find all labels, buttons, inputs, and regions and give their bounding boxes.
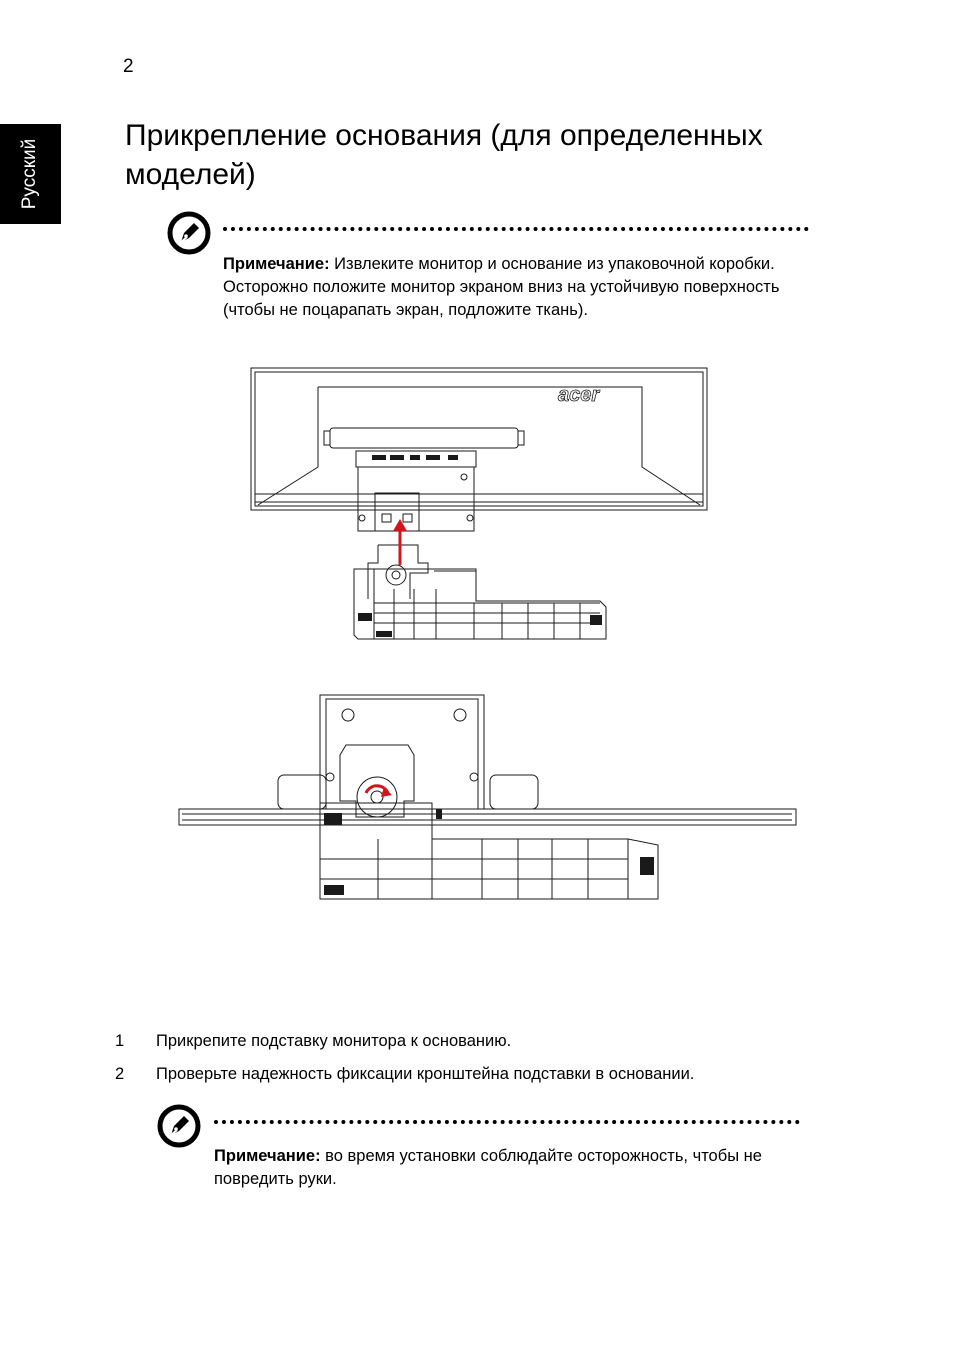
note-pen-icon bbox=[157, 1104, 201, 1148]
attach-stand-figure: acer bbox=[250, 367, 710, 652]
note-body: во время установки соблюдайте осторожнос… bbox=[214, 1147, 762, 1188]
lock-stand-illustration bbox=[178, 694, 797, 900]
note-divider bbox=[223, 227, 809, 231]
step-text: Проверьте надежность фиксации кронштейна… bbox=[156, 1065, 695, 1083]
note-label: Примечание: bbox=[223, 255, 330, 273]
step-number: 2 bbox=[115, 1065, 125, 1083]
note-text: Примечание: Извлеките монитор и основани… bbox=[223, 253, 803, 322]
note-pen-icon bbox=[167, 211, 211, 255]
acer-logo: acer bbox=[558, 384, 600, 406]
attach-stand-illustration: acer bbox=[250, 367, 708, 640]
step-number: 1 bbox=[115, 1032, 125, 1050]
note-label: Примечание: bbox=[214, 1147, 321, 1165]
step-text: Прикрепите подставку монитора к основани… bbox=[156, 1032, 512, 1050]
language-tab: Русский bbox=[0, 124, 61, 224]
lock-stand-figure bbox=[178, 689, 798, 910]
note-body: Извлеките монитор и основание из упаково… bbox=[223, 255, 780, 319]
page-number: 2 bbox=[123, 56, 134, 77]
language-tab-label: Русский bbox=[19, 138, 40, 210]
note-text: Примечание: во время установки соблюдайт… bbox=[214, 1145, 794, 1191]
note-divider bbox=[214, 1120, 800, 1124]
page-title: Прикрепление основания (для определенных… bbox=[125, 119, 763, 191]
